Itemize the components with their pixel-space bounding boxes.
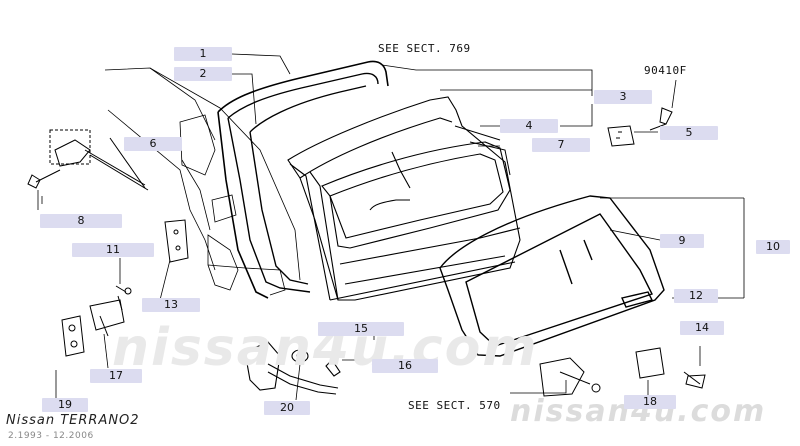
weatherstrip-inner [227, 72, 379, 293]
production-dates: 2.1993 - 12.2006 [8, 431, 94, 441]
ref-part-90410f: 90410F [644, 64, 687, 77]
callout-11[interactable]: 11 [72, 243, 154, 257]
ref-sect-769: SEE SECT. 769 [378, 42, 471, 55]
hinge-bracket-5 [607, 107, 673, 147]
back-door-panel [287, 96, 521, 301]
callout-19[interactable]: 19 [42, 398, 88, 412]
handle-assembly [244, 341, 341, 395]
callout-6[interactable]: 6 [124, 137, 182, 151]
stay-assembly-6 [27, 129, 149, 191]
weatherstrip-outer [217, 60, 389, 299]
callout-9[interactable]: 9 [660, 234, 704, 248]
callout-14[interactable]: 14 [680, 321, 724, 335]
callout-15[interactable]: 15 [318, 322, 404, 336]
callout-16[interactable]: 16 [372, 359, 438, 373]
callout-13[interactable]: 13 [142, 298, 200, 312]
callout-2[interactable]: 2 [174, 67, 232, 81]
callout-20[interactable]: 20 [264, 401, 310, 415]
callout-18[interactable]: 18 [624, 395, 676, 409]
back-door-glass [439, 195, 665, 357]
callout-4[interactable]: 4 [500, 119, 558, 133]
callout-10[interactable]: 10 [756, 240, 790, 254]
callout-17[interactable]: 17 [90, 369, 142, 383]
callout-7[interactable]: 7 [532, 138, 590, 152]
model-name: Nissan TERRANO2 [6, 413, 140, 428]
callout-5[interactable]: 5 [660, 126, 718, 140]
callout-8[interactable]: 8 [40, 214, 122, 228]
callout-12[interactable]: 12 [674, 289, 718, 303]
ref-sect-570: SEE SECT. 570 [408, 399, 501, 412]
seal-strips [454, 125, 511, 176]
lock-assembly [61, 285, 132, 357]
striker-13 [164, 219, 189, 263]
callout-3[interactable]: 3 [594, 90, 652, 104]
hinge-18 [539, 347, 706, 397]
callout-1[interactable]: 1 [174, 47, 232, 61]
